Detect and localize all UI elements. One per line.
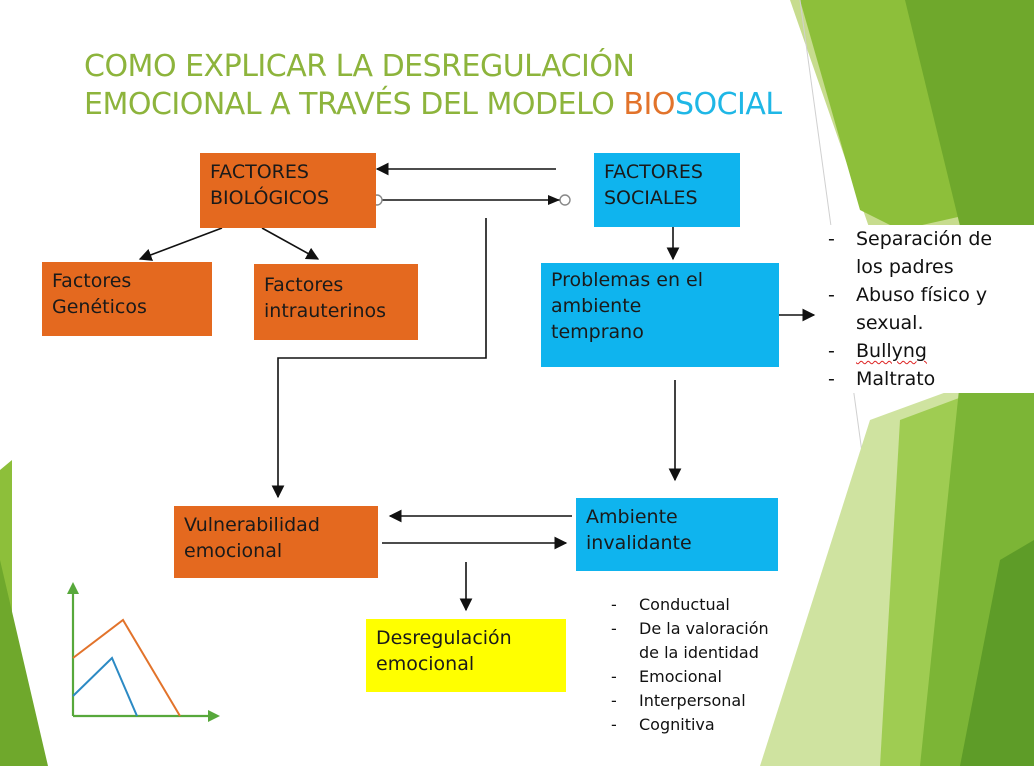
- list-item: Conductual: [607, 593, 817, 617]
- title-bio: BIO: [623, 87, 675, 122]
- list-item-text: Bullyng: [856, 340, 927, 362]
- list-item: De la valoración de la identidad: [607, 617, 817, 665]
- node-factores-sociales: FACTORES SOCIALES: [594, 153, 740, 227]
- node-problemas-ambiente: Problemas en el ambiente temprano: [541, 263, 779, 367]
- node-factores-geneticos: Factores Genéticos: [42, 262, 212, 336]
- list-item: Cognitiva: [607, 713, 817, 737]
- mini-graph-icon: [67, 582, 220, 722]
- title-line-1: COMO EXPLICAR LA DESREGULACIÓN: [84, 49, 635, 84]
- slide-title: COMO EXPLICAR LA DESREGULACIÓN EMOCIONAL…: [84, 48, 804, 124]
- node-desregulacion: Desregulación emocional: [366, 619, 566, 692]
- title-line-2-prefix: EMOCIONAL A TRAVÉS DEL MODELO: [84, 87, 624, 122]
- list-item: Emocional: [607, 665, 817, 689]
- list-item: Bullyng: [824, 337, 1034, 365]
- arrow-biologicos-to-geneticos: [138, 227, 223, 261]
- node-factores-biologicos: FACTORES BIOLÓGICOS: [200, 153, 376, 228]
- list-item: Interpersonal: [607, 689, 817, 713]
- title-line-2: EMOCIONAL A TRAVÉS DEL MODELO BIOSOCIAL: [84, 86, 804, 124]
- node-factores-intrauterinos: Factores intrauterinos: [254, 264, 418, 340]
- arrow-biologicos-to-intrauterinos: [261, 227, 320, 260]
- list-item: Abuso físico y sexual.: [824, 281, 1034, 337]
- list-item: Maltrato: [824, 365, 1034, 393]
- link-end-circle: [559, 194, 571, 206]
- arrow-link-to-vulnerabilidad: [271, 218, 487, 499]
- list-item: Separación de los padres: [824, 225, 1034, 281]
- node-ambiente-invalidante: Ambiente invalidante: [576, 498, 778, 571]
- node-vulnerabilidad: Vulnerabilidad emocional: [174, 506, 378, 578]
- list-invalidante: Conductual De la valoración de la identi…: [607, 593, 817, 737]
- title-social: SOCIAL: [674, 87, 782, 122]
- list-problemas: Separación de los padres Abuso físico y …: [824, 225, 1034, 393]
